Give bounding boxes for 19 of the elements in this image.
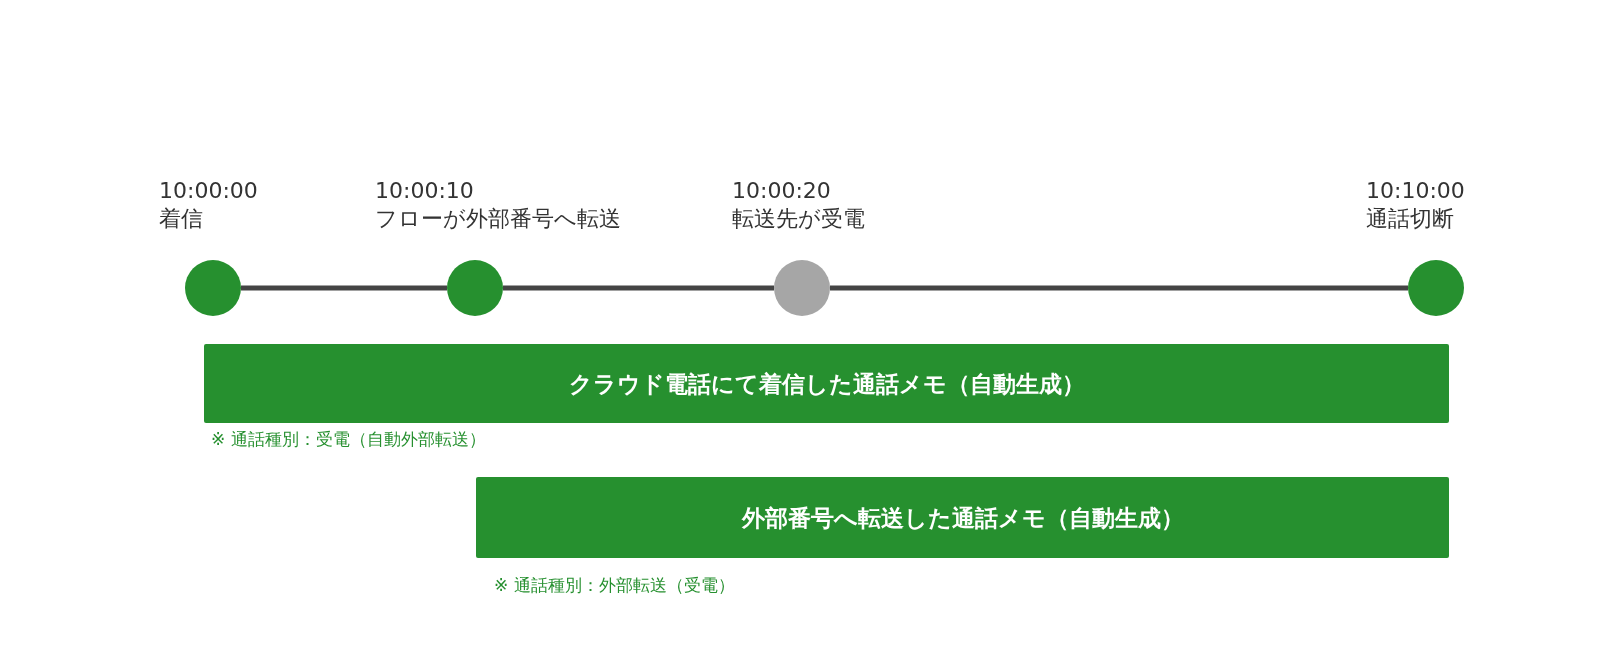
event-label: 転送先が受電 (732, 205, 865, 233)
memo-bar: クラウド電話にて着信した通話メモ（自動生成） (204, 344, 1449, 423)
footnote-text: ※ 通話種別：外部転送（受電） (494, 574, 735, 597)
footnote-text: ※ 通話種別：受電（自動外部転送） (211, 428, 486, 451)
event-label: フローが外部番号へ転送 (375, 205, 621, 233)
timeline-dot (447, 260, 503, 316)
event-label: 通話切断 (1366, 205, 1454, 233)
timestamp-label: 10:10:00 (1366, 177, 1465, 205)
event-label: 着信 (159, 205, 203, 233)
timeline-dot (185, 260, 241, 316)
timestamp-label: 10:00:20 (732, 177, 831, 205)
timestamp-label: 10:00:10 (375, 177, 474, 205)
connector-line (241, 285, 447, 291)
connector-line (503, 285, 774, 291)
connector-line (830, 285, 1408, 291)
timestamp-label: 10:00:00 (159, 177, 258, 205)
timeline-dot (1408, 260, 1464, 316)
memo-bar: 外部番号へ転送した通話メモ（自動生成） (476, 477, 1449, 558)
timeline-dot (774, 260, 830, 316)
